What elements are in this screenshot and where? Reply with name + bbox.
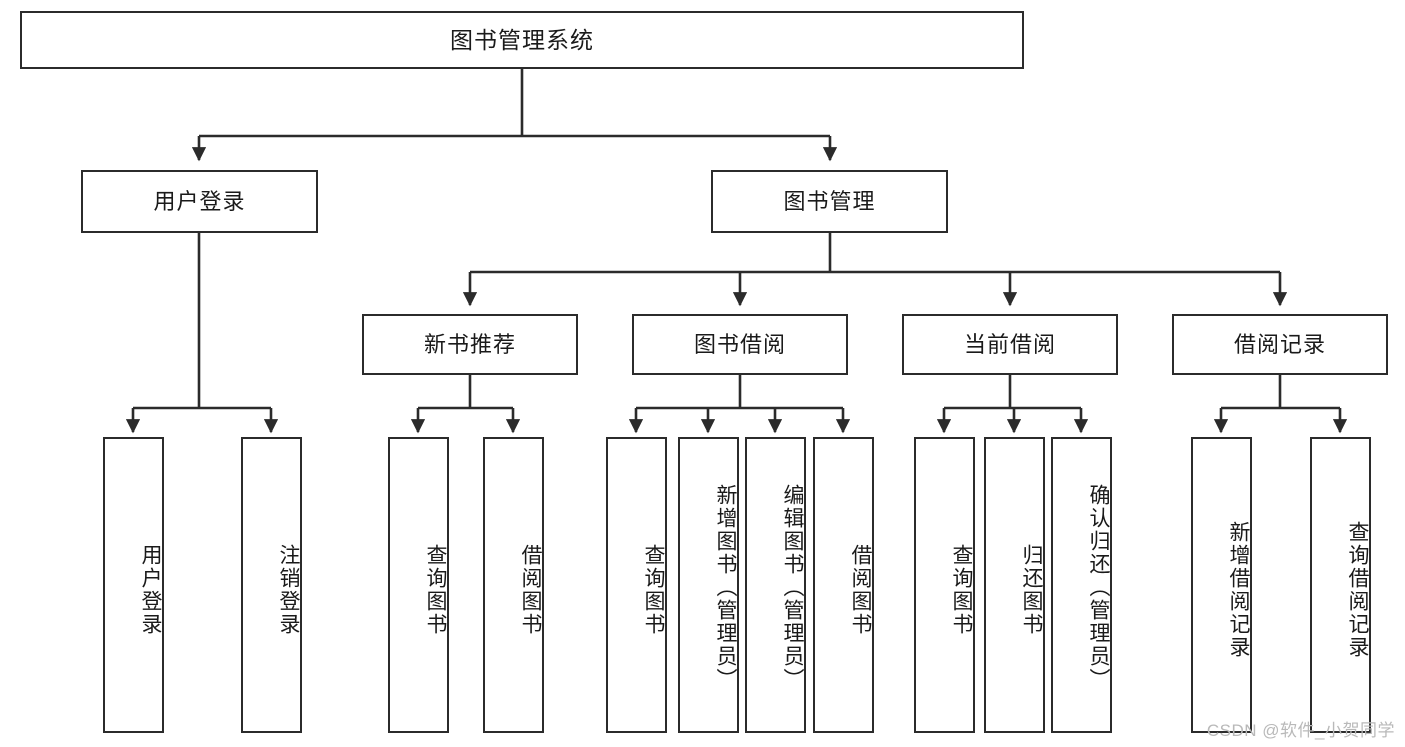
leaf-borrow-record-query[interactable]: 查询借阅记录 [1310,437,1371,733]
node-label: 借阅图书 [519,544,542,636]
leaf-book-borrow-borrow[interactable]: 借阅图书 [813,437,874,733]
leaf-new-book-query[interactable]: 查询图书 [388,437,449,733]
node-label: 查询借阅记录 [1346,521,1369,659]
node-label: 当前借阅 [963,331,1056,357]
node-label: 新增借阅记录 [1227,521,1250,659]
node-user-login[interactable]: 用户登录 [81,170,318,233]
node-label: 归还图书 [1020,544,1043,636]
leaf-book-borrow-edit-admin[interactable]: 编辑图书（管理员） [745,437,806,733]
node-label: 新书推荐 [423,331,516,357]
node-label: 查询图书 [424,544,447,636]
leaf-book-borrow-add-admin[interactable]: 新增图书（管理员） [678,437,739,733]
node-label: 查询图书 [642,544,665,636]
leaf-current-borrow-query[interactable]: 查询图书 [914,437,975,733]
node-current-borrow[interactable]: 当前借阅 [902,314,1118,375]
node-book-management[interactable]: 图书管理 [711,170,948,233]
node-label: 新增图书（管理员） [714,483,737,691]
node-new-book-recommend[interactable]: 新书推荐 [362,314,578,375]
leaf-user-login-signout[interactable]: 注销登录 [241,437,302,733]
node-borrow-record[interactable]: 借阅记录 [1172,314,1388,375]
node-label: 图书借阅 [693,331,786,357]
node-label: 用户登录 [153,188,246,214]
node-label: 用户登录 [139,544,162,636]
leaf-borrow-record-add[interactable]: 新增借阅记录 [1191,437,1252,733]
watermark: CSDN @软件_小贺同学 [1206,721,1395,740]
node-label: 确认归还（管理员） [1087,483,1110,691]
node-label: 借阅图书 [849,544,872,636]
node-label: 编辑图书（管理员） [781,483,804,691]
leaf-new-book-borrow[interactable]: 借阅图书 [483,437,544,733]
leaf-current-borrow-return[interactable]: 归还图书 [984,437,1045,733]
node-label: 图书管理 [783,188,876,214]
leaf-user-login-signin[interactable]: 用户登录 [103,437,164,733]
node-root-book-management-system[interactable]: 图书管理系统 [20,11,1024,69]
node-label: 查询图书 [950,544,973,636]
node-label: 注销登录 [277,544,300,636]
node-label: 图书管理系统 [450,26,594,53]
node-book-borrow[interactable]: 图书借阅 [632,314,848,375]
node-label: 借阅记录 [1233,331,1326,357]
leaf-current-borrow-confirm-return-admin[interactable]: 确认归还（管理员） [1051,437,1112,733]
leaf-book-borrow-query[interactable]: 查询图书 [606,437,667,733]
